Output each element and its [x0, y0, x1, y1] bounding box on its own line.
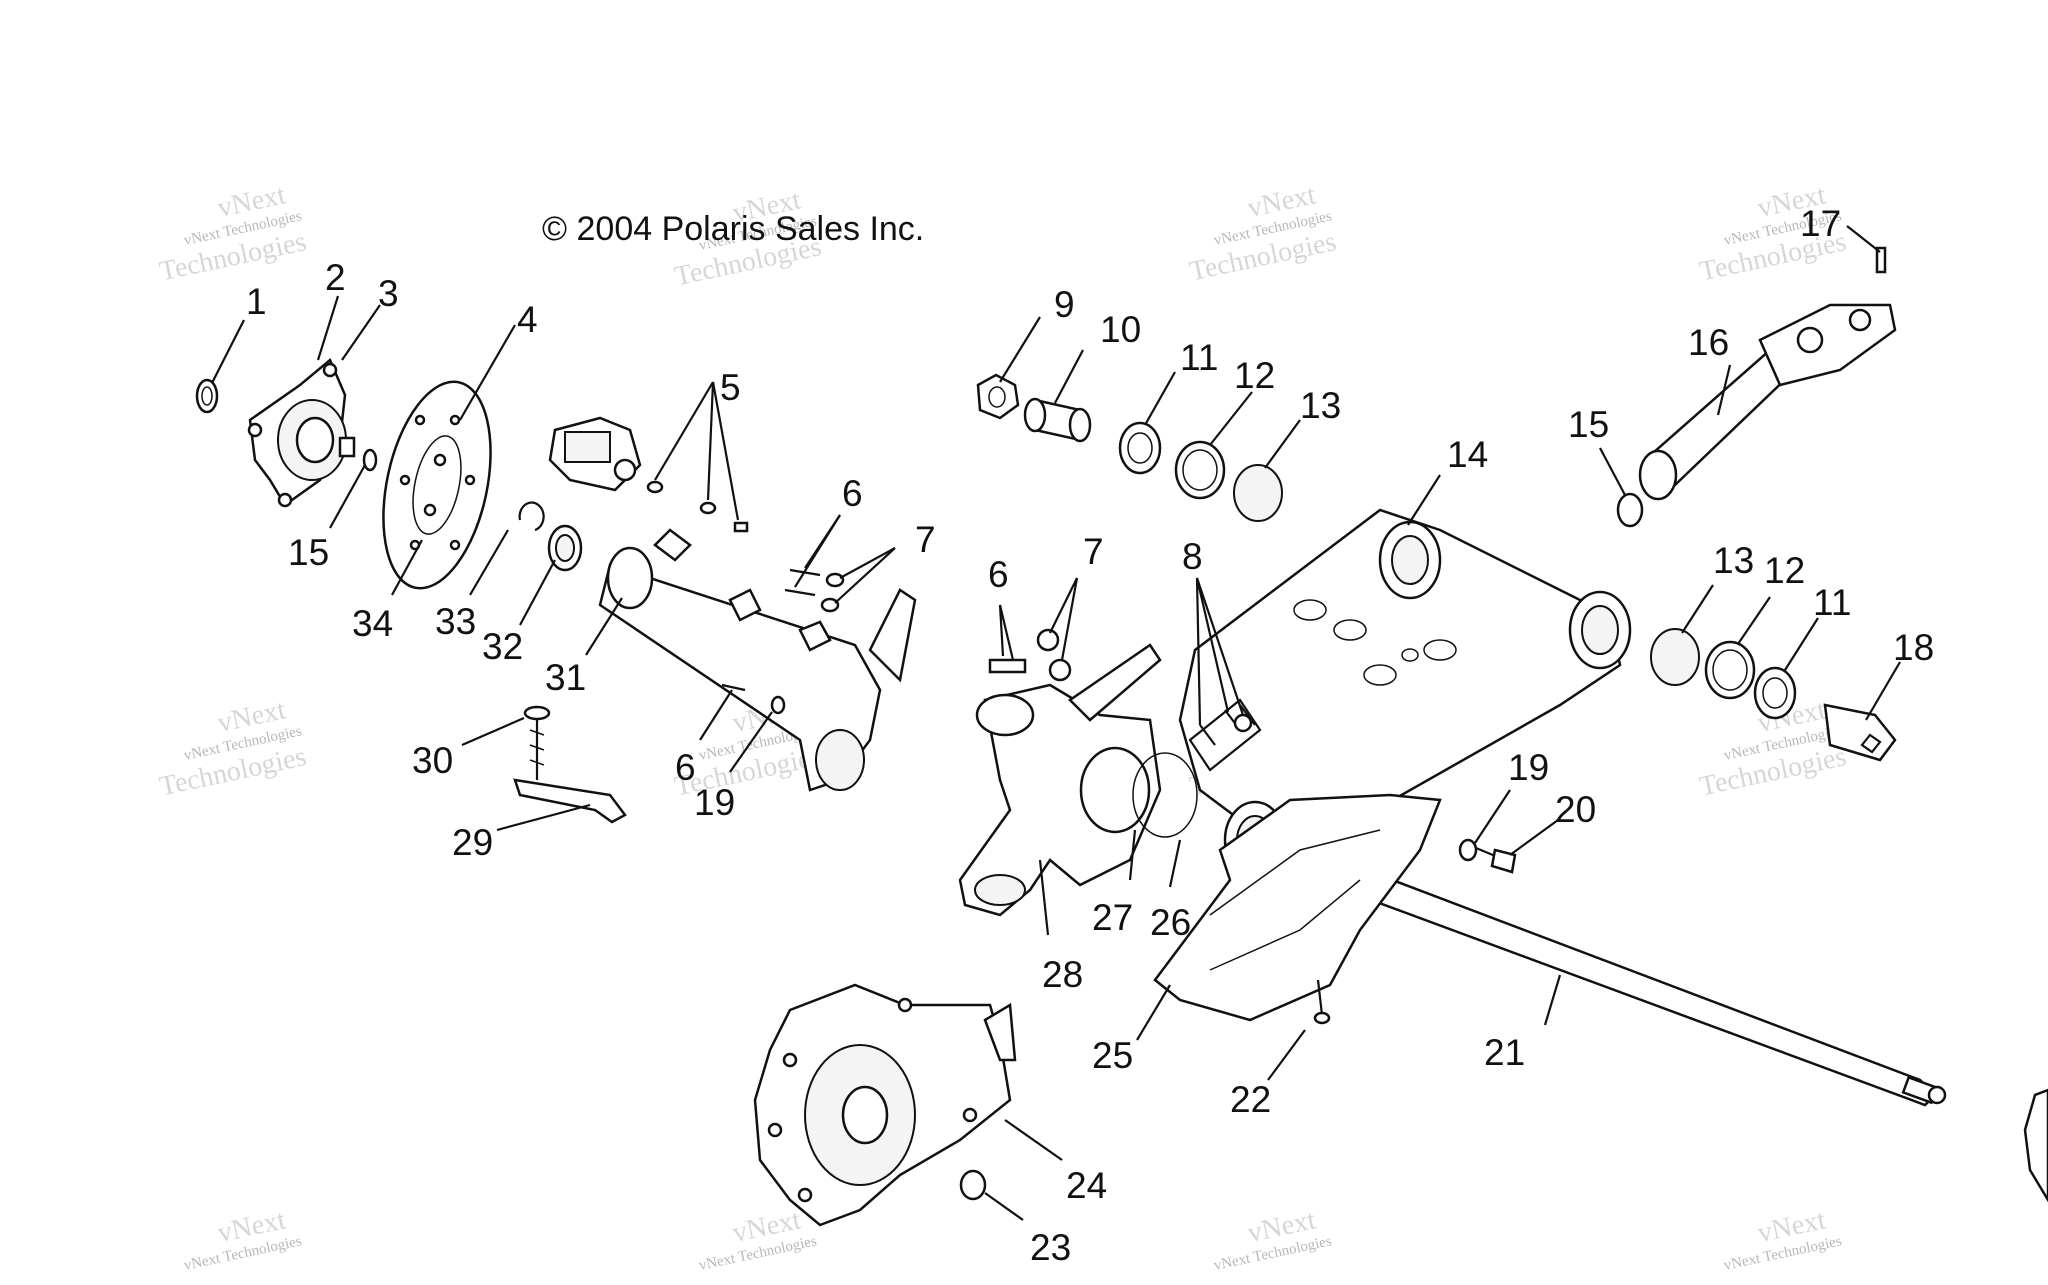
- part-mount-plate: [958, 643, 1162, 917]
- callout-8: 8: [1182, 536, 1203, 577]
- part-bolts-8: [1199, 704, 1256, 746]
- callout-31: 31: [545, 657, 586, 698]
- callout-33: 33: [435, 601, 476, 642]
- callout-7: 7: [915, 519, 936, 560]
- copyright-notice: © 2004 Polaris Sales Inc.: [542, 210, 924, 248]
- callout-30: 30: [412, 740, 453, 781]
- part-bushing-13: [1233, 464, 1283, 522]
- part-wheel-hub: [247, 357, 356, 508]
- part-brake-caliper: [548, 416, 749, 533]
- part-swing-arm: [1178, 508, 1632, 880]
- callout-9: 9: [1054, 284, 1075, 325]
- callout-34: 34: [352, 603, 393, 644]
- callout-4: 4: [517, 299, 538, 340]
- part-nut-9: [976, 373, 1020, 420]
- callout-32: 32: [482, 626, 523, 667]
- part-skid-plate: [1153, 793, 1442, 1022]
- part-prop-shaft: [1638, 246, 1897, 501]
- part-seal-11: [1118, 421, 1162, 475]
- callout-26: 26: [1150, 902, 1191, 943]
- callout-12b: 12: [1764, 550, 1805, 591]
- part-plug-18: [1823, 703, 1897, 762]
- callout-2: 2: [325, 257, 346, 298]
- part-axle-housing: [598, 528, 917, 792]
- callout-18: 18: [1893, 627, 1934, 668]
- callout-28: 28: [1042, 954, 1083, 995]
- callout-12: 12: [1234, 355, 1275, 396]
- callout-5: 5: [720, 367, 741, 408]
- callout-25: 25: [1092, 1035, 1133, 1076]
- callout-29: 29: [452, 822, 493, 863]
- callout-1: 1: [246, 281, 267, 322]
- callout-20: 20: [1555, 789, 1596, 830]
- callout-13b: 13: [1713, 540, 1754, 581]
- part-bearing: [547, 524, 583, 572]
- callout-17: 17: [1800, 203, 1841, 244]
- callout-15b: 15: [1568, 404, 1609, 445]
- callout-27: 27: [1092, 897, 1133, 938]
- callout-19b: 19: [1508, 747, 1549, 788]
- callout-11b: 11: [1813, 582, 1851, 623]
- part-washer-15: [362, 448, 378, 472]
- parts-layer: [195, 246, 2048, 1227]
- part-bolt-19-20: [1458, 838, 1517, 874]
- callout-16: 16: [1688, 322, 1729, 363]
- part-washer-15-right: [1616, 492, 1644, 528]
- callout-15: 15: [288, 532, 329, 573]
- part-seal-11-right: [1753, 666, 1797, 720]
- part-spacer-10: [1023, 397, 1092, 443]
- part-bolt-and-bracket: [513, 705, 627, 824]
- callout-3: 3: [378, 273, 399, 314]
- callout-6c: 6: [988, 554, 1009, 595]
- callout-13: 13: [1300, 385, 1341, 426]
- part-bolt-22: [1313, 979, 1331, 1025]
- callout-10: 10: [1100, 309, 1141, 350]
- callout-14: 14: [1447, 434, 1488, 475]
- callout-24: 24: [1066, 1165, 1107, 1206]
- callout-23: 23: [1030, 1227, 1071, 1268]
- leader-lines: [211, 225, 1901, 1221]
- callout-19: 19: [694, 782, 735, 823]
- part-bolts-6-7: [988, 628, 1072, 682]
- callout-21: 21: [1484, 1032, 1525, 1073]
- callout-labels: 1 2 3 4 5 6 7 15 34 33 32 31 30 29 6 19 …: [246, 203, 1934, 1268]
- part-edge-fragment: [2023, 1088, 2048, 1203]
- part-brake-disc: [382, 380, 492, 590]
- part-gasket-27: [1132, 752, 1198, 838]
- part-gearcase: [753, 983, 1017, 1227]
- callout-6: 6: [842, 473, 863, 514]
- part-oring-23: [959, 1169, 987, 1201]
- callout-7b: 7: [1083, 531, 1104, 572]
- callout-22: 22: [1230, 1079, 1271, 1120]
- part-washer-1: [195, 378, 219, 414]
- part-snap-ring: [518, 501, 545, 532]
- part-bracket-26: [1188, 698, 1262, 772]
- callout-6b: 6: [675, 747, 696, 788]
- part-bushing-13-right: [1650, 628, 1700, 686]
- callout-11: 11: [1180, 337, 1218, 378]
